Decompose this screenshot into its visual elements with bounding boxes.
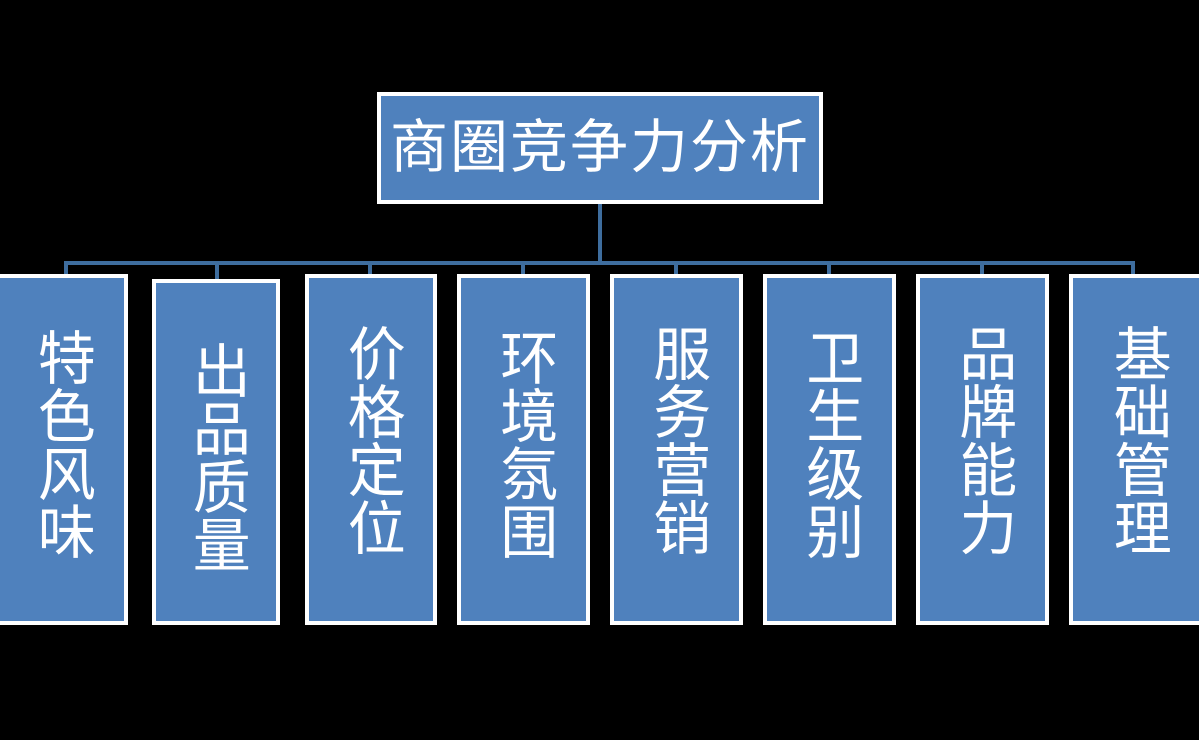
connector-drop-4 — [521, 261, 525, 274]
node-child-1-label: 特色风味 — [28, 328, 94, 560]
connector-drop-3 — [368, 261, 372, 274]
connector-root-stem — [598, 200, 602, 264]
node-child-7-label: 品牌能力 — [950, 324, 1016, 556]
node-child-6-label: 卫生级别 — [797, 328, 863, 560]
connector-drop-5 — [674, 261, 678, 274]
node-child-7[interactable]: 品牌能力 — [916, 274, 1049, 625]
node-child-6[interactable]: 卫生级别 — [763, 274, 896, 625]
connector-drop-8 — [1131, 261, 1135, 274]
node-child-2[interactable]: 出品质量 — [152, 279, 280, 625]
node-child-5-label: 服务营销 — [644, 324, 710, 556]
node-root[interactable]: 商圈竞争力分析 — [377, 92, 823, 204]
node-child-5[interactable]: 服务营销 — [610, 274, 743, 625]
connector-drop-6 — [827, 261, 831, 274]
node-child-1[interactable]: 特色风味 — [0, 274, 128, 625]
node-child-3-label: 价格定位 — [338, 324, 404, 556]
node-child-8-label: 基础管理 — [1104, 324, 1170, 556]
connector-drop-7 — [980, 261, 984, 274]
node-child-4[interactable]: 环境氛围 — [457, 274, 590, 625]
node-child-2-label: 出品质量 — [183, 341, 249, 573]
node-child-8[interactable]: 基础管理 — [1069, 274, 1199, 625]
node-child-4-label: 环境氛围 — [491, 328, 557, 560]
connector-drop-1 — [64, 261, 68, 274]
node-root-label: 商圈竞争力分析 — [389, 115, 810, 180]
connector-drop-2 — [215, 261, 219, 279]
node-child-3[interactable]: 价格定位 — [305, 274, 437, 625]
connector-horizontal-bus — [64, 261, 1135, 265]
